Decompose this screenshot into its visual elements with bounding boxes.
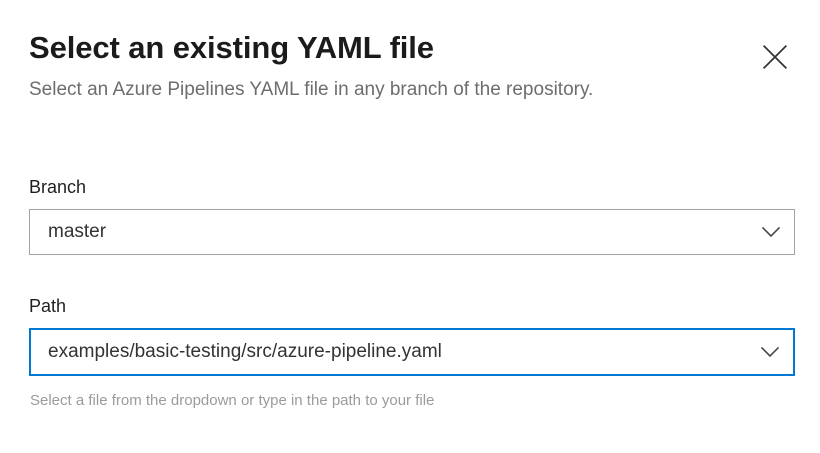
path-label: Path — [29, 296, 67, 316]
dialog-subtitle: Select an Azure Pipelines YAML file in a… — [29, 79, 594, 100]
branch-dropdown-toggle[interactable] — [748, 210, 794, 254]
form-area: Branch Path — [29, 175, 795, 411]
path-helper-text: Select a file from the dropdown or type … — [30, 392, 435, 409]
field-spacer — [29, 255, 795, 294]
path-dropdown-toggle[interactable] — [747, 330, 793, 374]
close-icon — [762, 44, 788, 70]
chevron-down-icon — [762, 226, 780, 238]
dialog-header: Select an existing YAML file Select an A… — [29, 28, 791, 105]
path-combobox[interactable] — [29, 328, 795, 376]
branch-label: Branch — [29, 177, 87, 197]
branch-input[interactable] — [30, 219, 748, 245]
path-input[interactable] — [31, 339, 747, 365]
path-field-group: Path Select a file from the dropdown or … — [29, 294, 795, 411]
close-button[interactable] — [751, 33, 799, 81]
page-title: Select an existing YAML file — [29, 30, 434, 65]
chevron-down-icon — [761, 346, 779, 358]
branch-combobox[interactable] — [29, 209, 795, 255]
branch-field-group: Branch — [29, 175, 795, 255]
